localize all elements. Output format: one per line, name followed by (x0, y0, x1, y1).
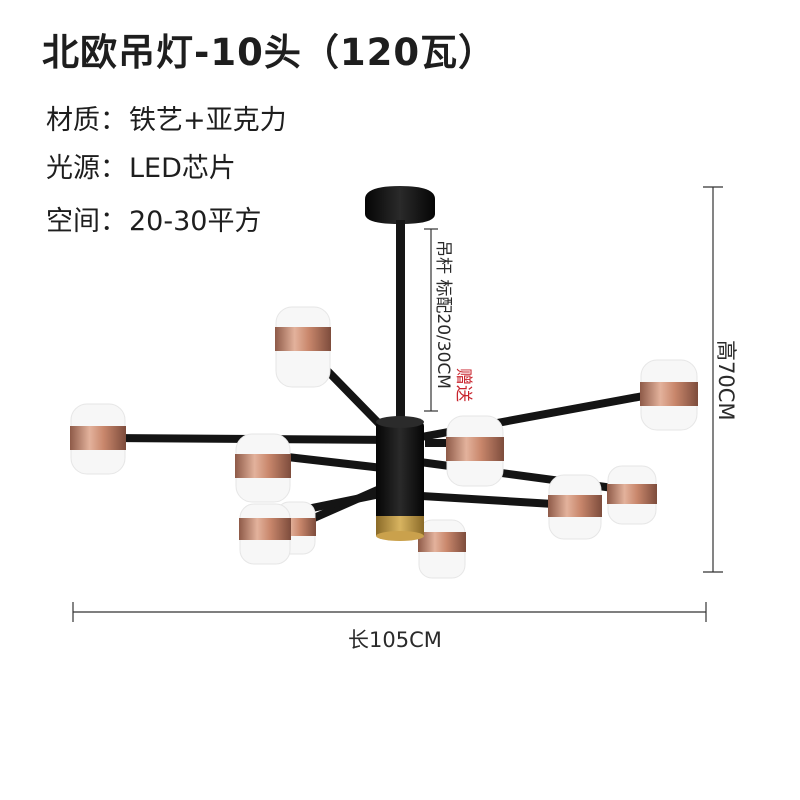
spec-colon: ： (100, 206, 127, 237)
lamp-head (425, 415, 504, 487)
spec-label: 材质 (46, 105, 100, 136)
arm (401, 491, 574, 509)
lamp-head (418, 519, 466, 579)
spec-colon: ： (100, 105, 127, 136)
ceiling-canopy (365, 186, 435, 224)
product-title: 北欧吊灯-10头（120瓦） (42, 31, 497, 74)
spec-value: 20-30平方 (129, 206, 262, 237)
arm (401, 388, 669, 444)
lamp-head (275, 306, 331, 388)
lamp-heads (70, 306, 698, 579)
width-dimension-line (72, 602, 707, 622)
width-dimension-label: 长105CM (348, 628, 442, 652)
spec-light-source: 光源：LED芯片 (46, 146, 236, 185)
spec-value: LED芯片 (129, 153, 236, 184)
rod-dimension-line (424, 228, 438, 412)
lamp-head (235, 433, 291, 503)
height-dimension-label: 高70CM (714, 340, 738, 421)
spec-value: 铁艺+亚克力 (129, 105, 287, 136)
height-dimension-line (703, 186, 723, 573)
spec-label: 空间 (46, 206, 100, 237)
lamp-head (607, 465, 657, 525)
spec-colon: ： (100, 153, 127, 184)
center-hub (376, 416, 424, 541)
spec-label: 光源 (46, 153, 100, 184)
lamp-head (640, 359, 698, 431)
lamp-head (70, 403, 126, 475)
gift-label: 赠送 (453, 368, 473, 402)
spec-room-size: 空间：20-30平方 (46, 199, 261, 238)
lamp-head (239, 503, 291, 565)
lamp-head (548, 474, 602, 540)
down-rod (396, 220, 405, 426)
spec-material: 材质：铁艺+亚克力 (46, 98, 287, 137)
rod-length-label: 吊杆 标配20/30CM (433, 240, 453, 389)
